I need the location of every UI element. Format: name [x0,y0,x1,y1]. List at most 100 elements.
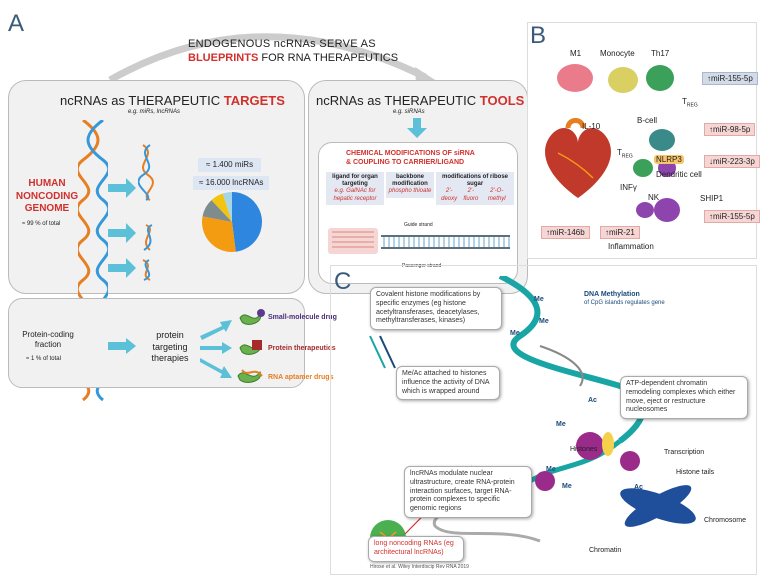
cell-label-th17: Th17 [651,49,670,58]
mod-ligand-title: ligand for organ targeting [332,174,378,188]
protein-fan-arrows [200,320,232,378]
histone-tails-label: Histone tails [676,469,715,476]
me-label-5: Me [546,466,556,473]
targets-title-black: ncRNAs as THERAPEUTIC [60,93,221,108]
count-lncrnas: ≈ 16.000 lncRNAs [193,176,270,190]
mir-155-top: ↑miR-155-5p [702,72,758,85]
treg-t: T [682,97,687,106]
cell-label-dendritic: Dendritic cell [656,170,702,179]
cell-label-m1: M1 [570,49,582,58]
pie-slice-3 [211,193,232,222]
targets-title: ncRNAs as THERAPEUTIC TARGETS [60,93,285,108]
il10-label: IL-10 [582,122,601,131]
treg-sub: REG [686,102,698,109]
panel-a-letter: A [8,10,25,37]
tools-down-arrow [407,118,427,138]
ncrna-pie-chart [202,192,263,252]
mir-21-arrow: ↑ [605,228,609,237]
mod-ribose-fluoro: 2'-fluoro [463,188,479,202]
drug-small-molecule: Small-molecule drug [268,314,337,321]
sirna-duplex-icon [328,228,510,254]
infy-label: INFγ [620,183,637,192]
heart-icon [545,118,611,198]
tools-subtitle: e.g. siRNAs [393,109,425,115]
chromosome-label: Chromosome [704,517,747,524]
passenger-strand-label: Passenger strand [402,263,442,269]
mir-146b-label: miR-146b [550,228,585,237]
mod-backbone: backbone modification phospho thioate [386,172,434,198]
chromatin-label: Chromatin [589,547,622,554]
banner-line2-rest: FOR RNA THERAPEUTICS [261,52,399,64]
targets-title-red: TARGETS [223,93,285,108]
targets-subtitle: e.g. miRs, lncRNAs [128,109,181,115]
protein-targeting-label: protein targeting therapies [151,330,189,364]
chem-mod-line2: & COUPLING TO CARRIER/LIGAND [346,159,465,166]
mir-146b: ↑miR-146b [541,226,590,239]
mir-21-label: miR-21 [609,228,635,237]
drug-aptamer: RNA aptamer drugs [268,374,334,381]
mir-155-bottom: ↑miR-155-5p [704,210,760,223]
tools-title: ncRNAs as THERAPEUTIC TOOLS [316,93,524,108]
mir-155-bottom-arrow: ↑ [709,212,713,221]
ac-label-2: Ac [634,484,643,491]
panel-b-frame [527,22,757,259]
histone-mod-callout: Covalent histone modifications by specif… [370,287,502,330]
cell-label-treg-top: TREG [682,97,698,109]
cell-label-treg-mid: TREG [617,148,633,160]
me-label-6: Me [562,483,572,490]
mir-155-top-label: miR-155-5p [711,74,753,83]
mir-98-label: miR-98-5p [713,125,751,134]
mod-ribose-omethyl: 2'-O-methyl [487,188,506,202]
panel-b-letter: B [530,22,547,49]
nlrp3-label: NLRP3 [654,155,684,164]
blueprint-arc-arrow [108,33,436,80]
target-arrows [108,178,136,278]
mod-ribose-title: modifications of ribose sugar [441,174,508,188]
long-noncoding-callout: long noncoding RNAs (eg architectural ln… [368,536,464,562]
tools-title-black: ncRNAs as THERAPEUTIC [316,93,477,108]
pie-slice-1 [202,216,236,252]
chem-mod-line1: CHEMICAL MODIFICATIONS OF siRNA [346,150,475,157]
pie-slice-2 [202,200,232,222]
mir-223-label: miR-223-3p [713,157,755,166]
me-label-1: Me [534,296,544,303]
cell-label-bcell: B-cell [637,116,658,125]
drug-protein: Protein therapeutics [268,345,336,352]
lncrna-callout: lncRNAs modulate nuclear ultrastructure,… [404,466,532,518]
panel-c-frame [330,265,757,575]
protein-coding-label: Protein-coding fraction [22,330,74,350]
mod-backbone-sub: phospho thioate [388,188,432,195]
pie-slice-4 [222,192,232,222]
guide-strand-label: Guide strand [404,222,433,228]
protein-coding-pct: ≈ 1 % of total [26,356,61,362]
protein-arrow [108,338,136,354]
mod-ligand: ligand for organ targeting e.g. GalNAc f… [326,172,384,205]
cell-label-monocyte: Monocyte [600,49,635,58]
inflammation-label: Inflammation [608,242,654,251]
me-label-4: Me [556,421,566,428]
mir-21: ↑miR-21 [600,226,640,239]
mir-223-arrow: ↓ [709,157,713,166]
mod-ribose-deoxy: 2'-deoxy [441,188,458,202]
banner-line2: BLUEPRINTS FOR RNA THERAPEUTICS [188,52,398,64]
banner-line1: ENDOGENOUS ncRNAs SERVE AS [188,38,376,50]
histones-label: Histones [570,446,598,453]
me-label-3: Me [539,318,549,325]
mir-98: ↑miR-98-5p [704,123,756,136]
dna-methylation-sub: of CpG islands regulates gene [584,300,665,306]
mir-223: ↓miR-223-3p [704,155,760,168]
genome-percentage: ≈ 99 % of total [22,221,61,227]
remodeling-callout: ATP-dependent chromatin remodeling compl… [620,376,748,419]
mir-146b-arrow: ↑ [546,228,550,237]
mir-155-bottom-label: miR-155-5p [713,212,755,221]
treg-mid-sub: REG [621,153,633,160]
ncrna-fragments-icon [138,144,154,281]
ac-label-1: Ac [588,397,597,404]
pie-slice-0 [232,192,263,252]
dna-methylation-title: DNA Methylation [584,291,640,298]
transcription-label: Transcription [664,449,705,456]
mod-ribose: modifications of ribose sugar 2'-deoxy 2… [436,172,514,205]
protein-structures-icon [237,309,265,383]
cell-label-nk: NK [648,193,660,202]
banner-blueprints: BLUEPRINTS [188,52,259,64]
